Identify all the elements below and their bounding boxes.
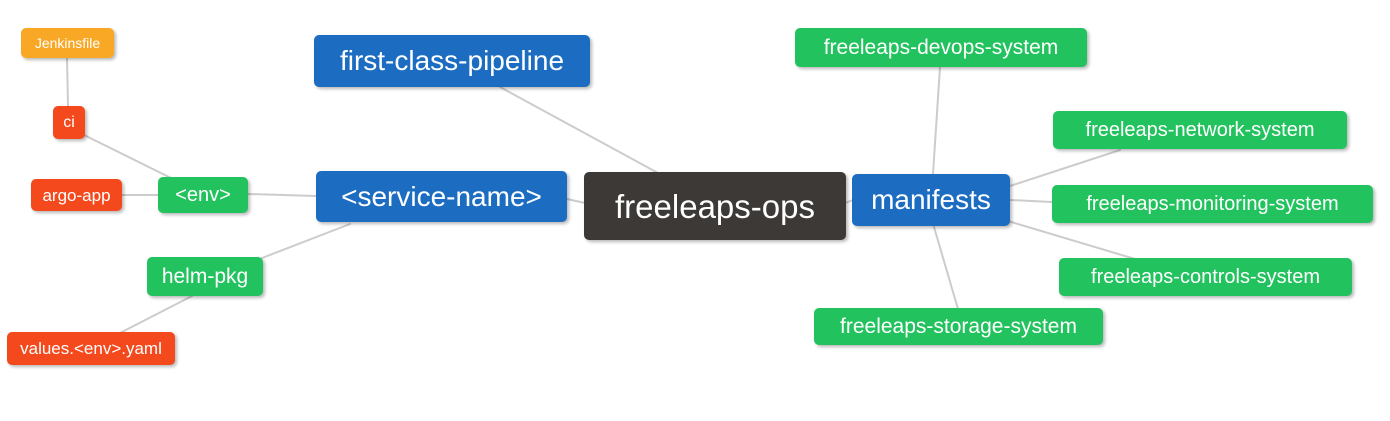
node-freeleaps-ops[interactable]: freeleaps-ops <box>584 172 846 240</box>
node-ci[interactable]: ci <box>53 106 85 139</box>
node-freeleaps-monitoring-system[interactable]: freeleaps-monitoring-system <box>1052 185 1373 223</box>
node-jenkinsfile[interactable]: Jenkinsfile <box>21 28 114 58</box>
node-manifests[interactable]: manifests <box>852 174 1010 226</box>
edge-manifests-network-system <box>1009 149 1121 187</box>
edge-ci-env <box>81 133 174 180</box>
edge-manifests-devops-system <box>932 66 941 175</box>
edge-service-name-ops <box>566 198 586 204</box>
node-freeleaps-storage-system[interactable]: freeleaps-storage-system <box>814 308 1103 345</box>
node-values-env-yaml[interactable]: values.<env>.yaml <box>7 332 175 365</box>
node-freeleaps-controls-system[interactable]: freeleaps-controls-system <box>1059 258 1352 296</box>
node-first-class-pipeline[interactable]: first-class-pipeline <box>314 35 590 87</box>
node-freeleaps-devops-system[interactable]: freeleaps-devops-system <box>795 28 1087 67</box>
edge-manifests-controls-system <box>1007 220 1136 260</box>
node-service-name[interactable]: <service-name> <box>316 171 567 222</box>
edge-helm-pkg-values-env-yaml <box>117 295 193 335</box>
edge-ops-manifests <box>844 199 854 204</box>
node-freeleaps-network-system[interactable]: freeleaps-network-system <box>1053 111 1347 149</box>
edge-service-name-helm-pkg <box>261 223 351 259</box>
node-argo-app[interactable]: argo-app <box>31 179 122 211</box>
node-helm-pkg[interactable]: helm-pkg <box>147 257 263 296</box>
edge-jenkinsfile-ci <box>66 57 69 107</box>
edge-manifests-monitoring-system <box>1009 199 1053 203</box>
edge-first-class-pipeline-ops <box>499 86 659 174</box>
edge-manifests-storage-system <box>933 226 959 310</box>
node-env[interactable]: <env> <box>158 177 248 213</box>
edge-env-service-name <box>247 193 317 197</box>
